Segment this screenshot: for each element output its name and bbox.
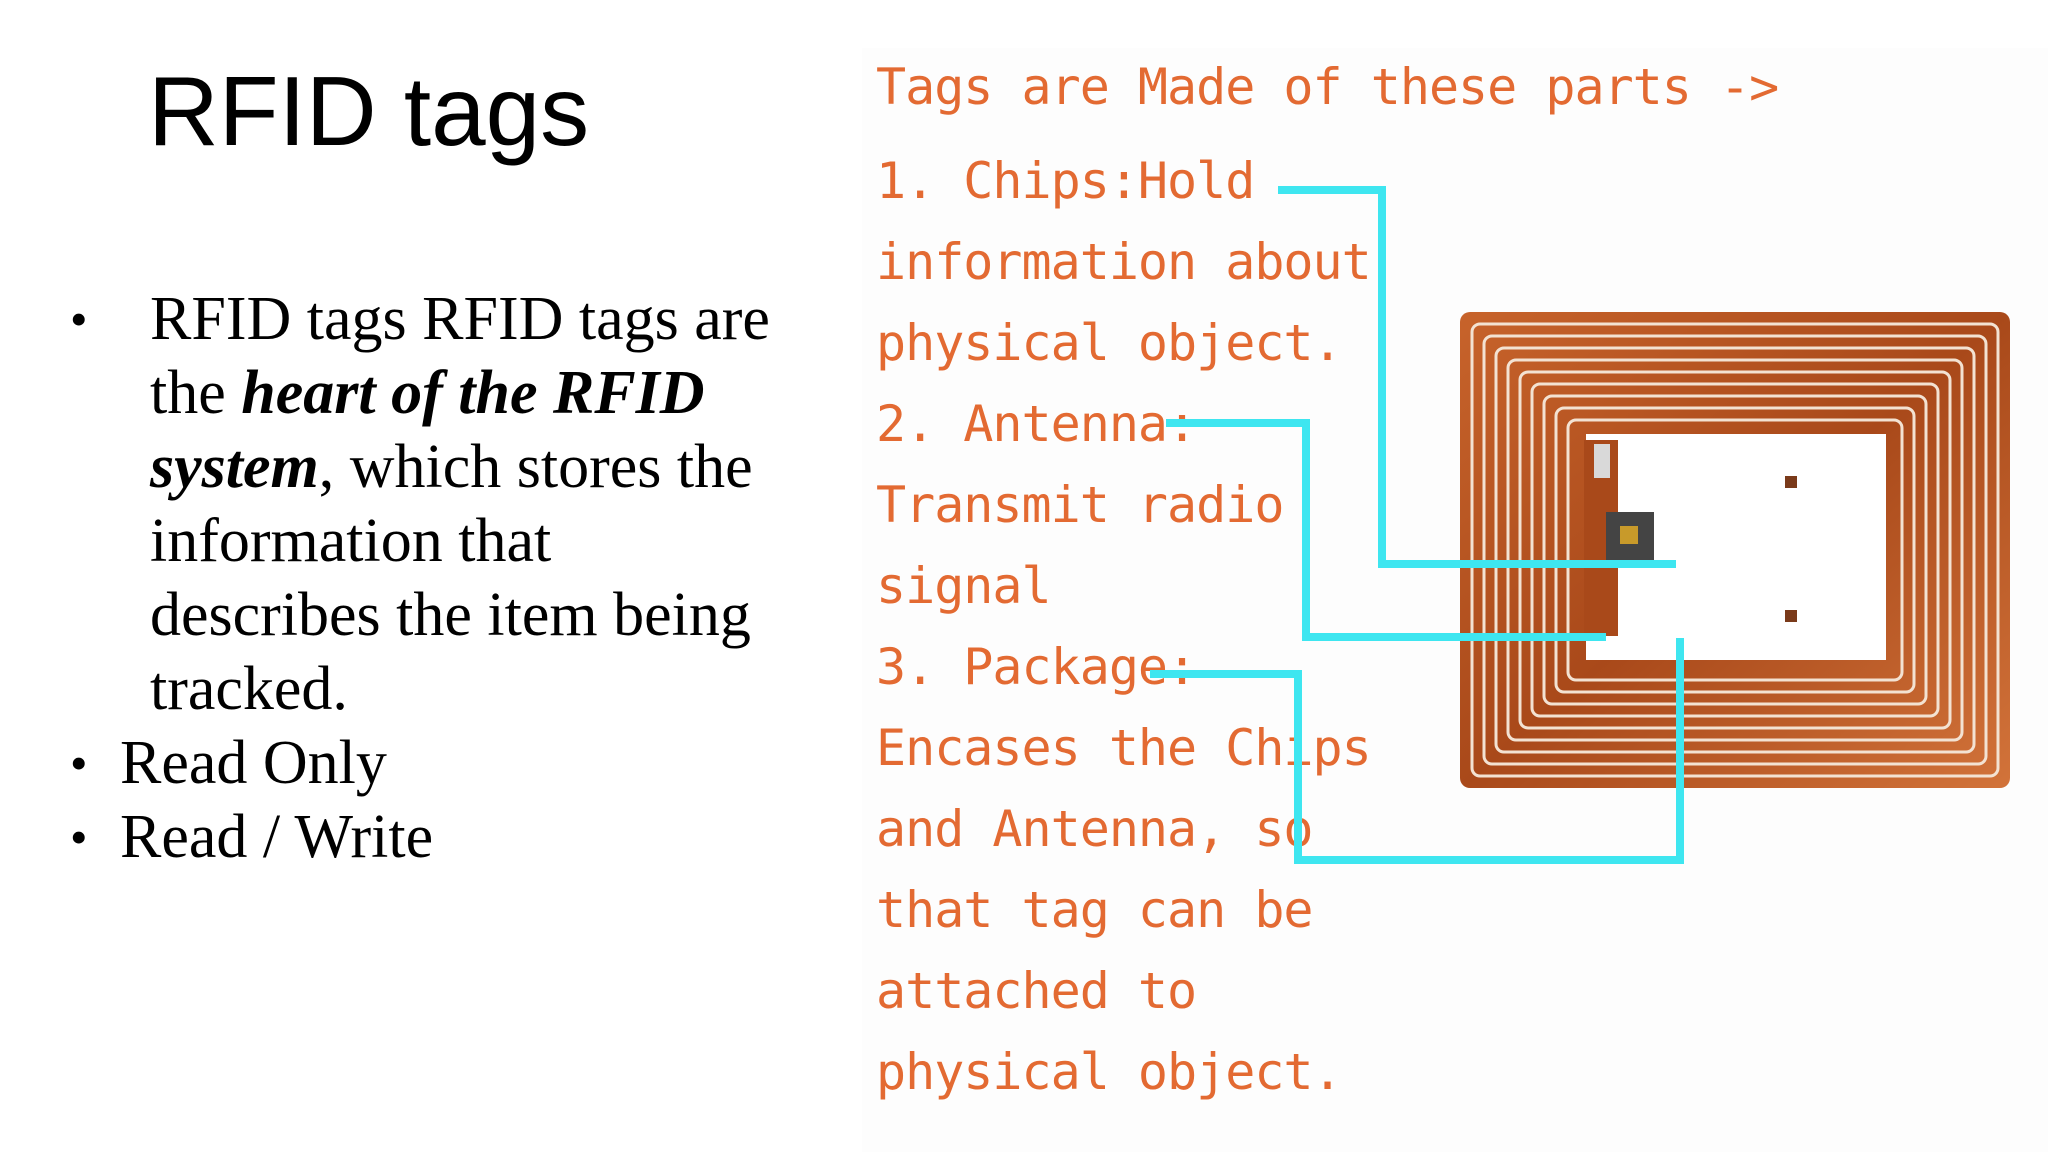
bullet-text-emphasis: heart of the RFID system (150, 359, 705, 501)
diagram-line-package-desc-4: attached to (876, 962, 1197, 1020)
diagram-line-package-desc-2: and Antenna, so (876, 800, 1314, 858)
diagram-line-antenna-desc-2: signal (876, 557, 1052, 615)
diagram-line-antenna-desc-1: Transmit radio (876, 476, 1284, 534)
diagram-line-package: 3. Package: (876, 638, 1197, 696)
rfid-tag-illustration (1460, 312, 2010, 788)
bullet-dot: • (70, 291, 88, 347)
bullet-dot: • (70, 809, 88, 865)
chip-die (1620, 526, 1638, 544)
diagram-heading: Tags are Made of these parts -> (876, 58, 1779, 116)
tag-dot-upper (1785, 476, 1797, 488)
diagram-line-antenna: 2. Antenna: (876, 395, 1197, 453)
bullet-text-read-only: Read Only (120, 729, 387, 797)
bullet-list: • RFID tags RFID tags are the heart of t… (70, 282, 790, 874)
diagram-line-chips-desc-1: information about (876, 233, 1372, 291)
bullet-item-read-write: • Read / Write (70, 800, 790, 874)
bullet-text-part1: RFID tags RFID tags are the (150, 285, 770, 427)
diagram-line-package-desc-3: that tag can be (876, 881, 1314, 939)
diagram-line-package-desc-5: physical object. (876, 1043, 1343, 1101)
diagram-line-chips-desc-2: physical object. (876, 314, 1343, 372)
bullet-text-part2: , which stores the information that desc… (150, 433, 753, 723)
bullet-item-read-only: • Read Only (70, 726, 790, 800)
bullet-dot: • (70, 735, 88, 791)
slide-title: RFID tags (148, 56, 590, 166)
diagram-line-package-desc-1: Encases the Chips (876, 719, 1372, 777)
bullet-text-read-write: Read / Write (120, 803, 434, 871)
antenna-bridge-pad (1594, 444, 1610, 478)
bullet-item-description: • RFID tags RFID tags are the heart of t… (70, 282, 790, 726)
diagram-line-chips: 1. Chips:Hold (876, 152, 1255, 210)
tag-dot-lower (1785, 610, 1797, 622)
